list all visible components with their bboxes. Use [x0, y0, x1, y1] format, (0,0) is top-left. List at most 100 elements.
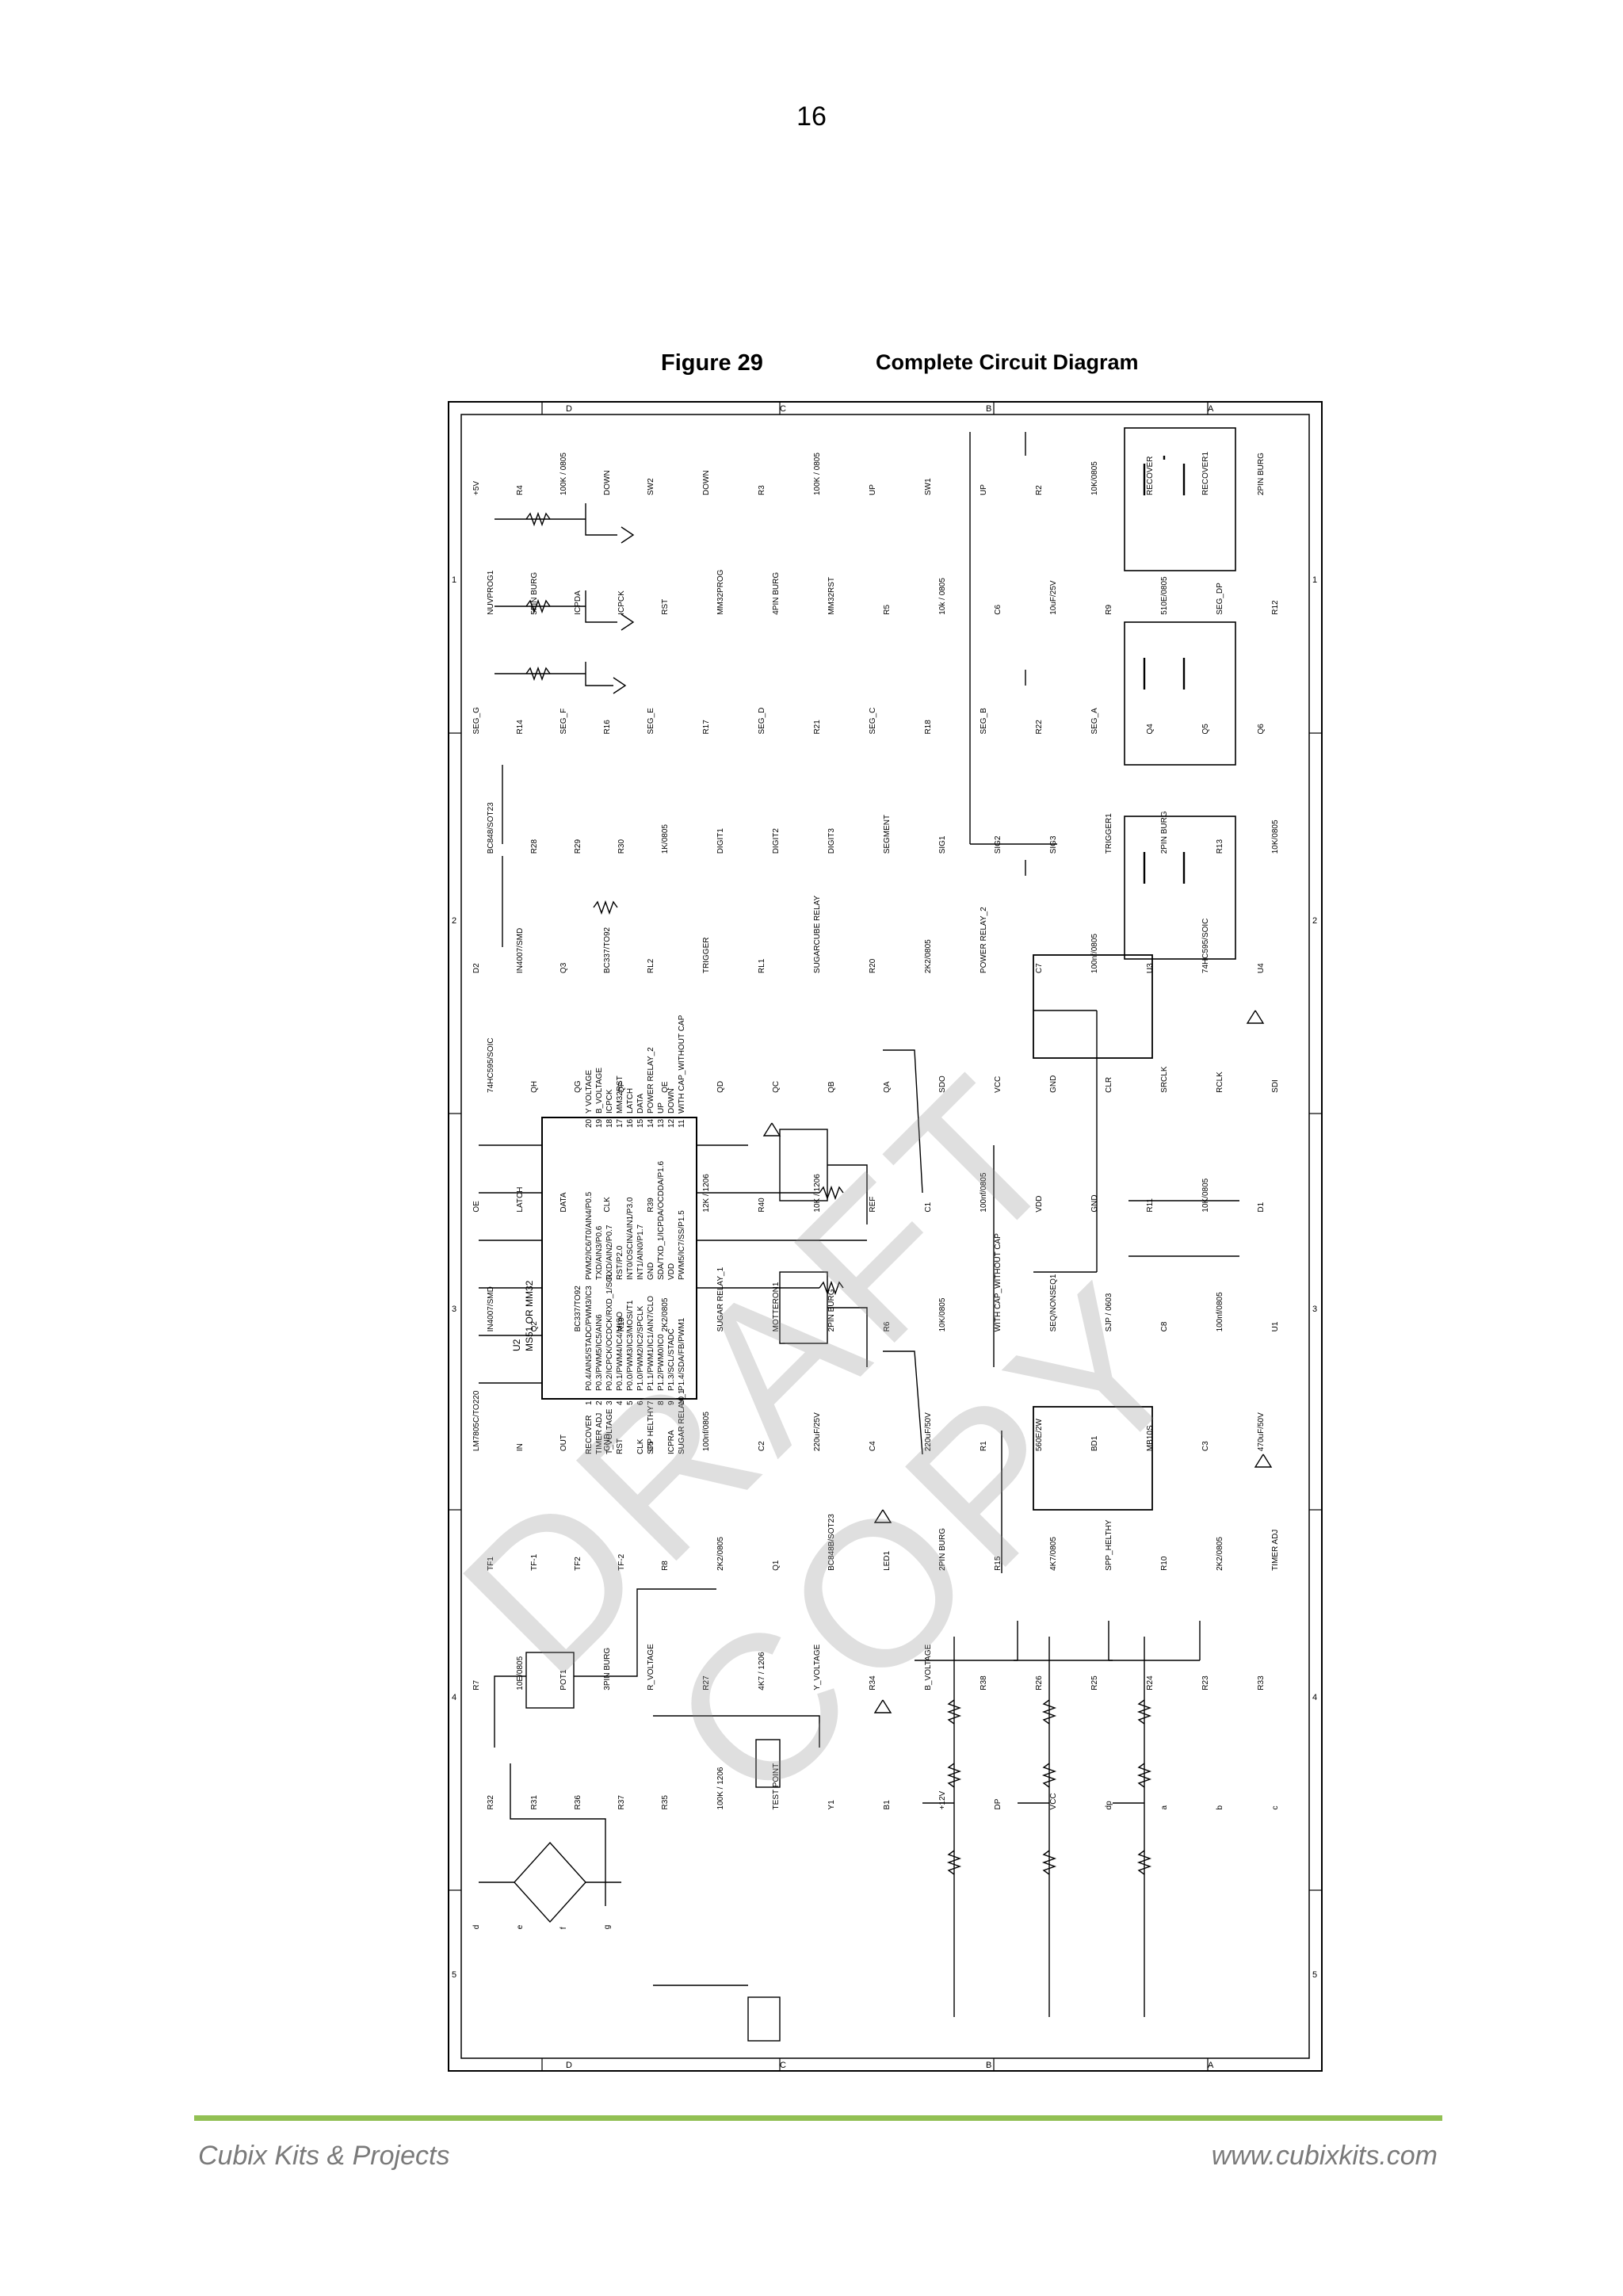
component-label: R17: [702, 720, 711, 735]
component-label: BD1: [1090, 1435, 1099, 1451]
component-label: RCLK: [1216, 1072, 1224, 1093]
component-label: LED1: [883, 1550, 892, 1570]
component-label: 2K2/0805: [716, 1537, 725, 1571]
frame-letters: D C B A D C B A 1 2 3 4 5 1 2 3 4 5: [452, 404, 1317, 2070]
mcu-net-label: T_VOLTAGE: [605, 1408, 614, 1454]
component-label: R34: [869, 1675, 877, 1690]
component-label: f: [559, 1927, 568, 1929]
border-number: 5: [1312, 1970, 1317, 1980]
component-label: DIGIT3: [827, 828, 836, 854]
component-label: CLR: [1105, 1077, 1113, 1093]
component-label: RL1: [758, 958, 766, 973]
component-label: SEG_E: [647, 708, 655, 735]
component-label: R2: [1035, 485, 1044, 495]
component-label: VCC: [1049, 1793, 1058, 1809]
mcu-pin-name: P1.0/PWM2/IC2/SPCLK: [636, 1305, 645, 1391]
component-label: U1: [1271, 1321, 1280, 1331]
mcu-pin-name: PWM5/IC7/SS/P1.5: [678, 1210, 686, 1280]
mcu-u2: MS51 OR MM32 U2 P0.4/AIN5/STADC/PWM3/IC3…: [511, 1014, 697, 1454]
component-label: DIGIT2: [772, 828, 781, 854]
component-label: CLK: [603, 1197, 612, 1213]
border-number: 1: [1312, 575, 1317, 585]
border-number: 4: [452, 1693, 456, 1702]
component-label: Q6: [1257, 724, 1266, 735]
mcu-pin-number: 18: [605, 1118, 614, 1128]
component-label: R_VOLTAGE: [647, 1644, 655, 1690]
border-number: 2: [1312, 916, 1317, 926]
component-label: SPP_HELTHY: [1105, 1519, 1113, 1571]
component-label: 2PIN BURG: [1160, 811, 1169, 854]
component-label: TF2: [574, 1557, 582, 1571]
mcu-part: MS51 OR MM32: [524, 1280, 535, 1351]
component-label: QC: [772, 1081, 781, 1093]
circuit-schematic: D C B A D C B A 1 2 3 4 5 1 2 3 4 5 MS51…: [448, 401, 1323, 2072]
component-label: C1: [924, 1201, 933, 1212]
component-label: SRCLK: [1160, 1066, 1169, 1093]
component-label: SUGARCUBE RELAY: [813, 896, 822, 974]
component-label: 10K/0805: [938, 1297, 947, 1331]
component-label: WITH CAP_WITHOUT CAP: [994, 1233, 1002, 1332]
component-label: RST: [661, 599, 670, 615]
mcu-pin-name: RST/P2.0: [616, 1245, 624, 1280]
component-label: R11: [1146, 1198, 1155, 1213]
mcu-net-label: TIMER ADJ: [595, 1413, 604, 1454]
component-label: SW2: [647, 478, 655, 495]
component-label: B_VOLTAGE: [924, 1644, 933, 1690]
component-label: SJP / 0603: [1105, 1293, 1113, 1331]
component-label: dp: [1105, 1801, 1113, 1810]
component-label: R7: [472, 1679, 481, 1690]
component-label: POT1: [559, 1669, 568, 1690]
frame-outer: [448, 401, 1323, 2072]
component-label: 470uF/50V: [1257, 1412, 1266, 1451]
component-label: RECOVER1: [1201, 452, 1210, 495]
component-label: RECOVER: [1146, 457, 1155, 495]
resistor-symbols: [525, 511, 1152, 1875]
mcu-pin-number: 10: [678, 1396, 686, 1405]
component-label: SEG_C: [869, 708, 877, 735]
component-label: d: [472, 1925, 481, 1930]
component-label: R3: [758, 485, 766, 495]
mcu-pin-name: P0.4/AIN5/STADC/PWM3/IC3: [585, 1286, 594, 1391]
frame-inner: [460, 414, 1310, 2059]
component-label: LATCH: [516, 1187, 525, 1213]
mcu-pin-name: P0.3/PWM5/IC5/AIN6: [595, 1314, 604, 1391]
mcu-pin-number: 2: [595, 1400, 604, 1405]
component-label: 10k / 0805: [938, 578, 947, 615]
frame-ticks: [449, 402, 1322, 2071]
mcu-net-label: DOWN: [667, 1088, 676, 1114]
component-label: Y1: [827, 1800, 836, 1810]
page-number: 16: [796, 101, 827, 132]
component-label: C3: [1201, 1441, 1210, 1451]
border-number: 3: [1312, 1305, 1317, 1314]
seven-segment-displays: [1124, 427, 1236, 960]
component-label: ICPCK: [617, 590, 626, 615]
component-label: R21: [813, 720, 822, 735]
component-label: R23: [1201, 1675, 1210, 1690]
component-label: MM32PROG: [716, 569, 725, 614]
component-label: NUVPROG1: [487, 570, 495, 615]
mcu-pin-name: P1.3/SCL/STADC: [667, 1328, 676, 1391]
component-label: Y_VOLTAGE: [813, 1644, 822, 1690]
mcu-pin-name: TXD/AIN3/P0.6: [595, 1225, 604, 1280]
component-label: MM32RST: [827, 577, 836, 615]
component-label: IN: [516, 1443, 525, 1451]
component-label: R16: [603, 720, 612, 735]
component-label: 10E/0805: [516, 1656, 525, 1690]
component-label: SEQ/NONSEQ1: [1049, 1274, 1058, 1331]
mcu-pin-name: VDD: [667, 1263, 676, 1280]
component-label: SEG_A: [1090, 708, 1099, 735]
component-label: BC848B/SOT23: [827, 1514, 836, 1571]
component-label: SEGMENT: [883, 815, 892, 854]
component-label: VDD: [1035, 1195, 1044, 1212]
component-label: b: [1216, 1805, 1224, 1809]
component-label: TEST POINT: [772, 1763, 781, 1810]
component-label: RL2: [647, 958, 655, 973]
mcu-pin-number: 14: [647, 1118, 655, 1128]
component-label: R13: [1216, 839, 1224, 854]
component-label: DOWN: [603, 470, 612, 495]
component-label: e: [516, 1924, 525, 1929]
component-label: 2K2/0805: [924, 939, 933, 973]
border-letter: B: [986, 404, 991, 414]
component-label: 100nf/0805: [1216, 1292, 1224, 1331]
